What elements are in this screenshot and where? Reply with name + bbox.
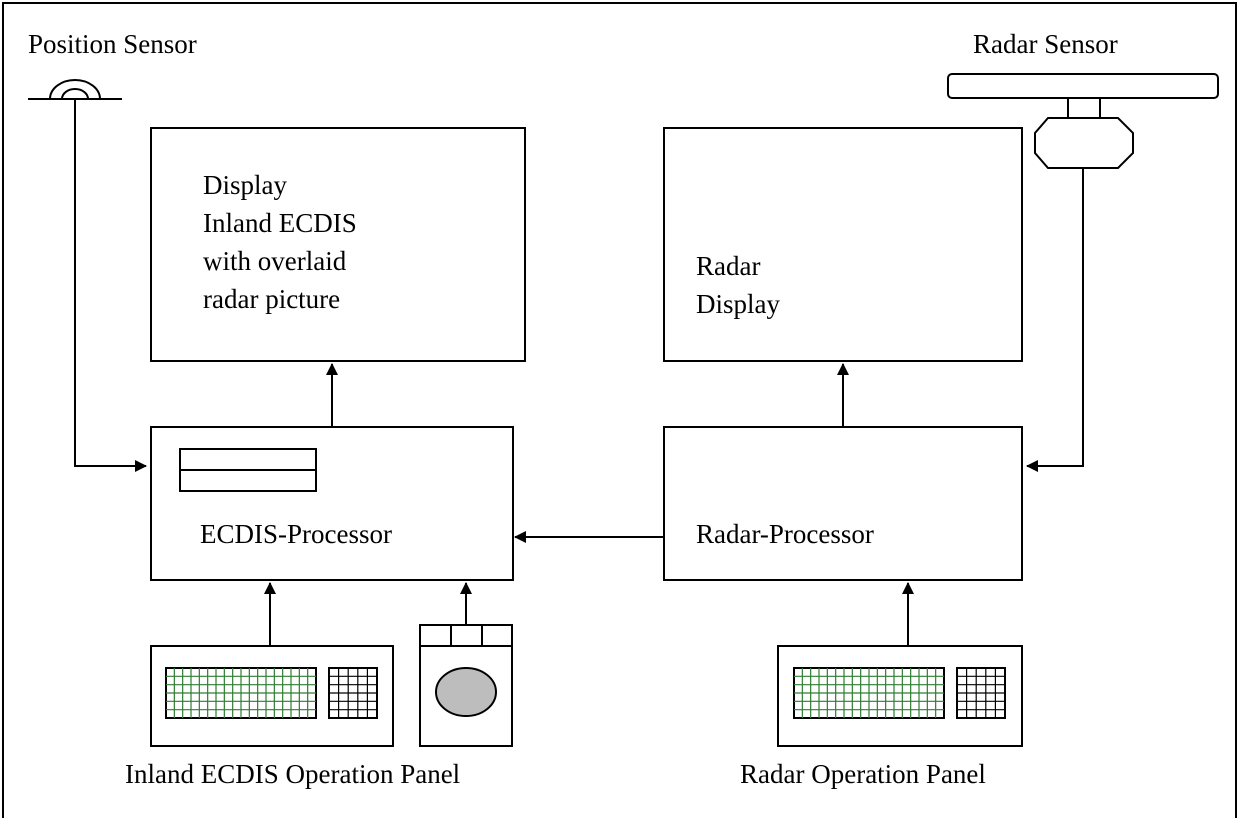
radar-processor-box [663, 426, 1023, 581]
radar-sensor-link-arrow [1026, 168, 1084, 472]
radar-display-label-line2: Display [696, 289, 780, 319]
radar-processor-label: Radar-Processor [696, 519, 874, 549]
ecdis-keyboard-keys [165, 667, 317, 719]
radar-sensor-label: Radar Sensor [973, 29, 1118, 59]
radar-panel-label: Radar Operation Panel [740, 759, 986, 789]
radar-keypad-keys [956, 667, 1006, 719]
position-sensor-label: Position Sensor [28, 29, 197, 59]
position-sensor-icon [28, 79, 122, 100]
disk-drive-icon [179, 448, 317, 492]
ecdis-display-box [150, 127, 526, 362]
radar-keyboard-keys [793, 667, 945, 719]
trackball-icon [419, 624, 513, 747]
ecdis-panel-label: Inland ECDIS Operation Panel [125, 759, 460, 789]
ecdis-keypad-keys [328, 667, 378, 719]
display-label-line3: with overlaid [203, 246, 347, 276]
display-label-line1: Display [203, 170, 287, 200]
display-label-line2: Inland ECDIS [203, 208, 357, 238]
radar-display-label-line1: Radar [696, 251, 760, 281]
ecdis-processor-label: ECDIS-Processor [200, 519, 392, 549]
radar-antenna-icon [947, 73, 1219, 169]
position-link-arrow [74, 99, 147, 472]
display-label-line4: radar picture [203, 284, 340, 314]
radar-display-box [663, 127, 1023, 362]
